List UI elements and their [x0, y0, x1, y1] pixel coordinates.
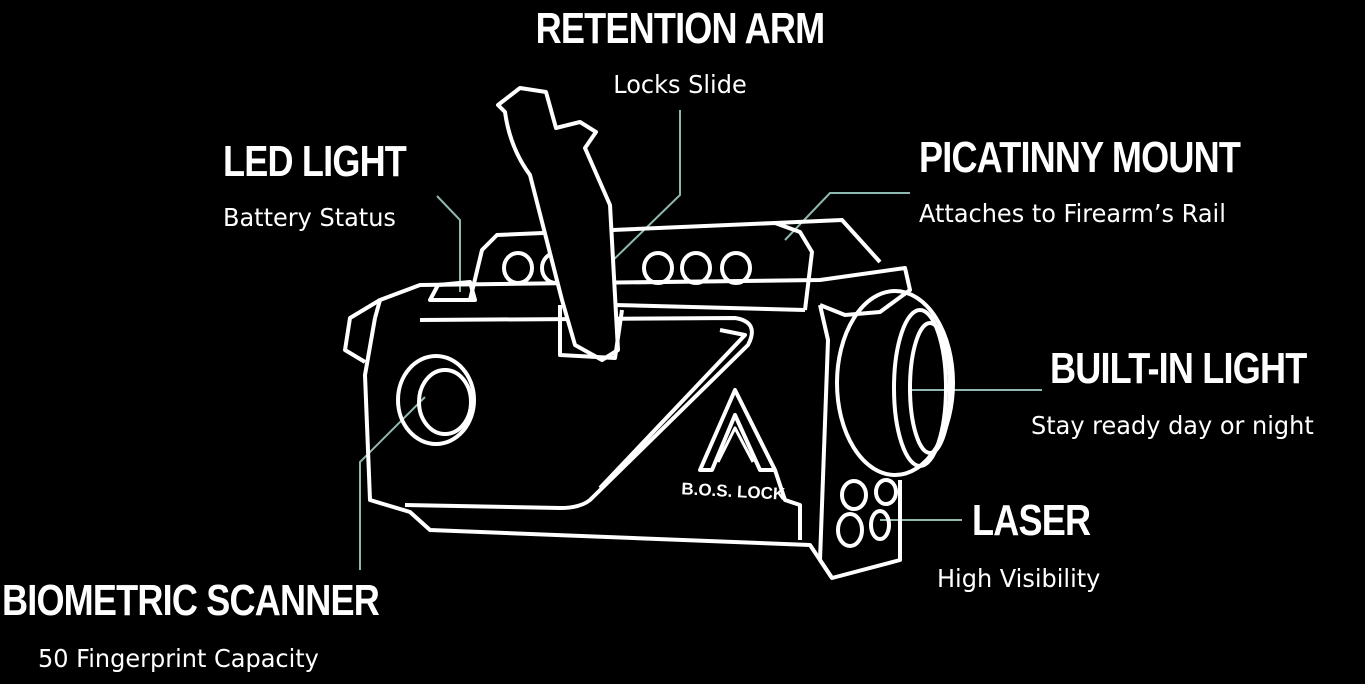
built-in-light-subtitle: Stay ready day or night — [1031, 411, 1314, 440]
triangle-peak-icon — [698, 388, 777, 472]
label-retention-arm: RETENTION ARM Locks Slide — [480, 4, 880, 100]
label-picatinny-mount: PICATINNY MOUNT Attaches to Firearm’s Ra… — [919, 133, 1311, 229]
label-biometric-scanner-sub: 50 Fingerprint Capacity — [38, 644, 331, 674]
label-built-in-light: BUILT-IN LIGHT — [1050, 344, 1363, 394]
retention-arm-title: RETENTION ARM — [535, 4, 825, 53]
light-lens-ring — [908, 321, 952, 455]
label-laser-sub: High Visibility — [937, 564, 1107, 594]
built-in-light-title: BUILT-IN LIGHT — [1050, 344, 1307, 393]
light-lens-inner — [892, 308, 948, 468]
leader-lines — [359, 110, 1042, 570]
laser-port-3 — [836, 512, 864, 548]
scanner-inner — [417, 368, 473, 436]
led-bump — [428, 280, 477, 302]
picatinny-edge — [774, 218, 882, 264]
label-led-light: LED LIGHT Battery Status — [223, 137, 446, 233]
biometric-scanner-subtitle: 50 Fingerprint Capacity — [38, 644, 319, 673]
biometric-scanner-title: BIOMETRIC SCANNER — [2, 576, 380, 625]
picatinny-mount-subtitle: Attaches to Firearm’s Rail — [919, 199, 1226, 228]
label-biometric-scanner: BIOMETRIC SCANNER — [2, 576, 462, 626]
laser-port-2 — [874, 478, 898, 506]
retention-arm — [496, 86, 620, 362]
led-light-subtitle: Battery Status — [223, 203, 396, 232]
label-laser: LASER — [972, 496, 1116, 546]
arm-housing-2 — [614, 303, 806, 312]
device-logo-text: B.O.S. LOCK — [681, 479, 786, 503]
label-built-in-light-sub: Stay ready day or night — [1031, 411, 1326, 441]
rail-holes — [502, 251, 752, 285]
laser-port-4 — [869, 509, 891, 541]
leader-retention-arm — [604, 110, 681, 269]
light-lens-outer — [835, 289, 955, 477]
led-light-title: LED LIGHT — [223, 137, 407, 186]
leader-picatinny-mount — [784, 192, 910, 241]
picatinny-mount-title: PICATINNY MOUNT — [919, 133, 1241, 182]
laser-subtitle: High Visibility — [937, 564, 1101, 593]
side-panel-inner — [598, 328, 747, 490]
device-body — [373, 266, 912, 319]
arm-housing — [558, 305, 624, 360]
device-body-lower — [363, 317, 902, 580]
leader-led-light — [436, 195, 461, 292]
laser-port-1 — [840, 479, 868, 511]
scanner-outer — [396, 354, 476, 446]
laser-title: LASER — [972, 496, 1091, 545]
retention-arm-subtitle: Locks Slide — [613, 70, 747, 99]
side-panel — [404, 316, 754, 510]
device-rail — [468, 221, 814, 311]
left-tab — [343, 298, 382, 364]
device-outline — [343, 86, 955, 580]
device-face — [818, 304, 834, 580]
